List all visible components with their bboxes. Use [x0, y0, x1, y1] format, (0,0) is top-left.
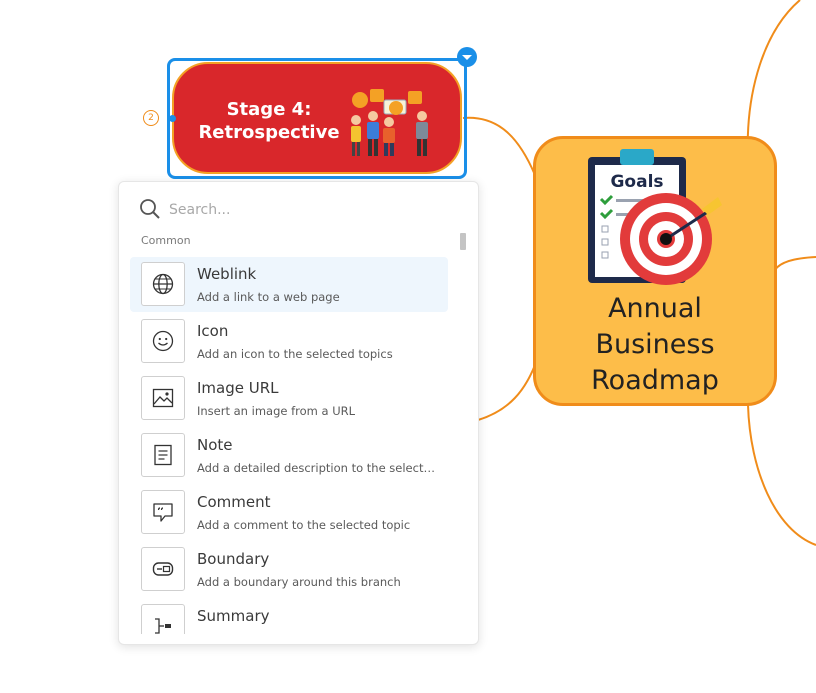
menu-item-description: Add a link to a web page — [197, 290, 340, 304]
smiley-icon — [152, 330, 174, 352]
boundary-icon — [152, 562, 174, 576]
collapsed-children-badge[interactable]: 2 — [143, 110, 159, 126]
stage-topic-title: Stage 4: Retrospective — [198, 99, 340, 143]
menu-item-description: Insert an image from a URL — [197, 404, 356, 418]
menu-search — [139, 198, 439, 222]
menu-item-icon-box — [141, 262, 185, 306]
menu-item-summary[interactable]: Summary — [130, 599, 448, 634]
menu-item-icon-box — [141, 547, 185, 591]
insert-menu-popup: Common Weblink Add a link to a web page — [118, 181, 479, 645]
collapse-toggle-button[interactable] — [457, 47, 477, 67]
menu-item-title: Image URL — [197, 379, 279, 397]
stage-4-topic[interactable]: Stage 4: Retrospective — [172, 62, 462, 174]
menu-item-title: Comment — [197, 493, 271, 511]
menu-item-list: Weblink Add a link to a web page Icon Ad… — [130, 257, 448, 634]
central-topic-title: Annual Business Roadmap — [591, 293, 719, 396]
menu-item-description: Add a comment to the selected topic — [197, 518, 411, 532]
menu-item-icon-box — [141, 376, 185, 420]
note-icon — [154, 444, 172, 466]
menu-item-comment[interactable]: Comment Add a comment to the selected to… — [130, 485, 448, 540]
menu-item-title: Note — [197, 436, 233, 454]
menu-item-weblink[interactable]: Weblink Add a link to a web page — [130, 257, 448, 312]
menu-item-icon-box — [141, 319, 185, 363]
summary-icon — [155, 618, 171, 634]
connector-point — [169, 115, 176, 122]
globe-icon — [152, 273, 174, 295]
menu-item-title: Boundary — [197, 550, 270, 568]
menu-item-icon-box — [141, 433, 185, 477]
comment-icon — [153, 503, 173, 522]
menu-item-title: Icon — [197, 322, 229, 340]
search-icon — [140, 199, 160, 219]
image-icon — [152, 388, 174, 408]
scrollbar-thumb[interactable] — [460, 233, 466, 250]
menu-item-icon[interactable]: Icon Add an icon to the selected topics — [130, 314, 448, 369]
search-input[interactable] — [169, 199, 429, 221]
menu-item-title: Summary — [197, 607, 270, 625]
clipboard-label: Goals — [610, 172, 663, 192]
menu-item-title: Weblink — [197, 265, 257, 283]
menu-item-description: Add an icon to the selected topics — [197, 347, 393, 361]
team-illustration-icon — [351, 89, 428, 156]
section-label-common: Common — [141, 234, 191, 247]
menu-item-boundary[interactable]: Boundary Add a boundary around this bran… — [130, 542, 448, 597]
topic-selection-frame — [167, 58, 467, 179]
menu-item-note[interactable]: Note Add a detailed description to the s… — [130, 428, 448, 483]
menu-item-icon-box — [141, 490, 185, 534]
chevron-down-icon — [462, 55, 472, 60]
menu-item-description: Add a boundary around this branch — [197, 575, 401, 589]
central-topic[interactable]: Goals Annual Business Roadmap — [533, 136, 777, 406]
menu-item-description: Add a detailed description to the select… — [197, 461, 442, 475]
menu-item-image-url[interactable]: Image URL Insert an image from a URL — [130, 371, 448, 426]
goals-target-illustration-icon: Goals — [588, 149, 722, 285]
menu-item-icon-box — [141, 604, 185, 634]
